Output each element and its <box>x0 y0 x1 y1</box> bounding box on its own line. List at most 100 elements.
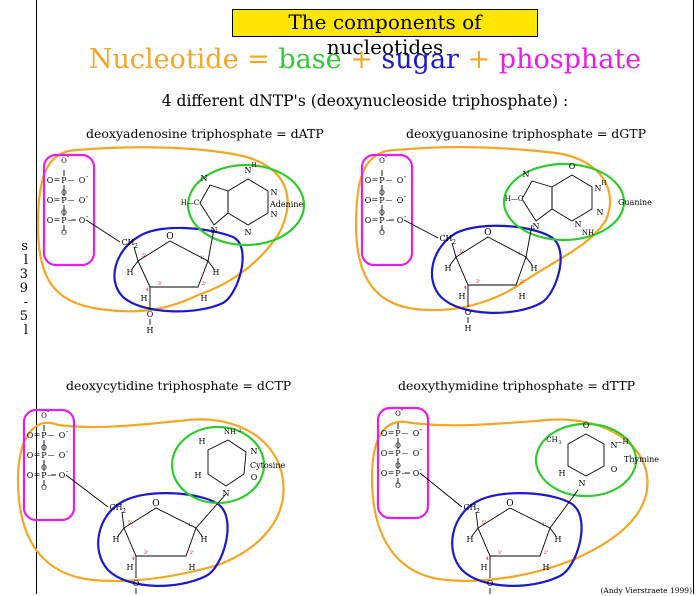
caption-dgtp: deoxyguanosine triphosphate = dGTP <box>406 126 647 141</box>
atom-label: O <box>381 429 388 438</box>
prime-label: 2' <box>202 281 207 287</box>
atom-label: P <box>395 469 401 478</box>
bond <box>207 228 215 262</box>
atom-label: H <box>459 292 466 301</box>
atom-label: — <box>48 431 55 439</box>
atom-label: - <box>404 193 407 201</box>
atom-label: H <box>213 268 220 277</box>
atom-label: H <box>127 268 134 277</box>
atom-label: O <box>59 431 66 440</box>
bond <box>117 527 125 537</box>
atom-label: H <box>559 469 566 478</box>
atom-label: - <box>404 173 407 181</box>
prime-label: 3' <box>498 550 503 556</box>
prime-label: 4' <box>464 285 469 291</box>
atom-label: - <box>385 153 388 161</box>
atom-label: O <box>133 579 140 588</box>
atom-label: P <box>41 431 47 440</box>
atom-label: P <box>41 471 47 480</box>
bond <box>549 527 557 537</box>
atom-label: = <box>34 450 41 459</box>
atom-label: — <box>402 429 409 437</box>
atom-label: N <box>579 479 586 488</box>
atom-label: O <box>47 216 54 225</box>
base-outline <box>534 422 638 498</box>
atom-label: O <box>413 429 420 438</box>
atom-label: 2 <box>238 428 241 434</box>
atom-label: O <box>27 451 34 460</box>
sugar-ring <box>455 236 527 286</box>
atom-label: H <box>531 264 538 273</box>
atom-label: O <box>47 176 54 185</box>
bond <box>549 489 579 529</box>
nucleotide-outline <box>370 418 649 582</box>
bond <box>195 493 227 529</box>
bond <box>451 242 457 258</box>
prime-label: 1' <box>518 251 523 257</box>
atom-label: O <box>465 308 472 317</box>
atom-label: — <box>68 196 75 204</box>
prime-label: 2' <box>190 550 195 556</box>
phosphate-outline <box>22 408 76 522</box>
atom-label: P <box>61 176 67 185</box>
bond <box>207 260 215 270</box>
caption-dctp: deoxycytidine triphosphate = dCTP <box>66 378 292 393</box>
eq-sugar: sugar <box>381 44 459 75</box>
atom-label: - <box>47 408 50 416</box>
atom-label: H <box>251 162 256 169</box>
atom-label: H <box>543 563 550 572</box>
atom-label: = <box>54 195 61 204</box>
bond <box>121 511 125 529</box>
eq-phosphate: phosphate <box>498 44 642 75</box>
prime-label: 3' <box>476 279 481 285</box>
atom-label: N <box>595 184 602 193</box>
atom-label: O <box>379 229 385 237</box>
bond <box>475 511 479 529</box>
atom-label: 2 <box>134 243 138 250</box>
atom-label: P <box>395 449 401 458</box>
atom-label: 2 <box>452 239 456 246</box>
atom-label: P <box>379 216 385 225</box>
atom-label: O <box>59 451 66 460</box>
bond <box>133 246 139 262</box>
prime-label: 5' <box>460 249 465 255</box>
gutter-char: s <box>21 239 28 254</box>
gutter-char: 9 <box>19 281 28 296</box>
atom-label: - <box>86 173 89 181</box>
atom-label: O <box>166 232 173 242</box>
caption-dttp: deoxythymidine triphosphate = dTTP <box>398 378 636 393</box>
atom-label: = <box>388 448 395 457</box>
atom-label: H <box>113 535 120 544</box>
atom-label: 2 <box>476 508 480 515</box>
atom-label: — <box>48 451 55 459</box>
atom-label: O <box>506 499 513 509</box>
atom-label: H <box>195 471 202 480</box>
atom-label: O <box>27 471 34 480</box>
atom-label: N <box>245 228 252 237</box>
atom-label: P <box>379 176 385 185</box>
atom-label: H <box>127 563 134 572</box>
bond <box>65 474 109 508</box>
atom-label: = <box>372 215 379 224</box>
atom-label: O <box>152 499 159 509</box>
atom-label: H <box>467 535 474 544</box>
atom-label: N <box>533 222 540 231</box>
bond <box>403 219 439 239</box>
atom-label: O <box>365 216 372 225</box>
atom-label: 3 <box>558 440 561 446</box>
atom-label: — <box>386 176 393 184</box>
atom-label: O <box>397 176 404 185</box>
atom-label: N <box>523 170 530 179</box>
atom-label: H <box>481 563 488 572</box>
bond <box>449 256 457 266</box>
atom-label: O <box>41 484 47 492</box>
atom-label: NH <box>224 428 236 436</box>
caption-datp: deoxyadenosine triphosphate = dATP <box>86 126 324 141</box>
atom-label: O <box>381 449 388 458</box>
phosphate-outline <box>376 406 430 520</box>
atom-label: — <box>386 196 393 204</box>
prime-label: 2' <box>520 279 525 285</box>
atom-label: CH <box>546 436 557 444</box>
sugar-ring <box>477 507 551 557</box>
